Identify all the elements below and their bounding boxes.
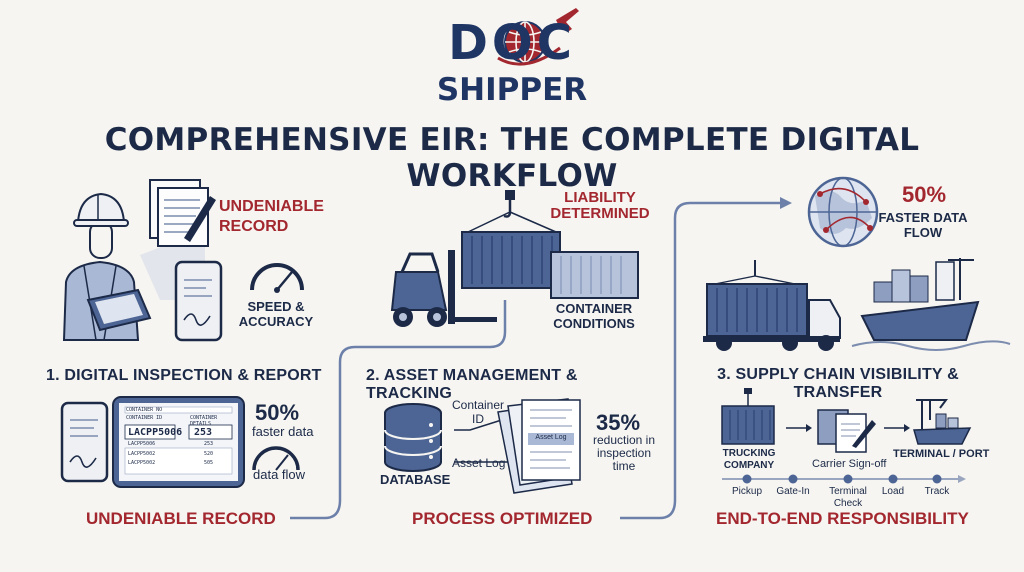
tablet-cell-header: CONTAINER NO <box>126 407 163 413</box>
stat2-value: 35% <box>596 410 641 435</box>
stat1-label: faster data <box>252 424 314 439</box>
doc-asset-log: Asset Log <box>535 434 567 441</box>
page-title: COMPREHENSIVE EIR: THE COMPLETE DIGITAL … <box>104 122 920 194</box>
callout-container-conditions: CONTAINER CONDITIONS <box>553 301 635 331</box>
section1-heading: 1. DIGITAL INSPECTION & REPORT <box>46 367 322 384</box>
footer-process-optimized: PROCESS OPTIMIZED <box>412 509 593 528</box>
logo-doc: DOC <box>448 15 576 71</box>
tablet-cell-num: 253 <box>204 441 214 447</box>
timeline-pickup: Pickup <box>731 486 762 497</box>
section2-heading: 2. ASSET MANAGEMENT & TRACKING <box>366 367 578 402</box>
label-container-id: Container ID <box>451 398 505 426</box>
stat2-label: reduction in inspection time <box>592 433 656 473</box>
pen-icon <box>184 196 216 242</box>
phone-small-icon <box>60 401 109 483</box>
stat3-label: FASTER DATA FLOW <box>878 210 968 240</box>
footer-end-to-end: END-TO-END RESPONSIBILITY <box>716 509 969 528</box>
timeline-load: Load <box>881 486 905 497</box>
stat3-value: 50% <box>902 182 947 207</box>
crane-hook-icon <box>467 190 557 233</box>
flow-arrow-1 <box>290 300 507 520</box>
port-crane-icon <box>913 399 972 445</box>
globe-network <box>807 176 879 248</box>
stat1-sub: data flow <box>253 467 306 482</box>
section3-heading: 3. SUPPLY CHAIN VISIBILITY & TRANSFER <box>717 366 959 401</box>
tablet-number: 253 <box>194 427 213 438</box>
timeline-terminal-check: Terminal Check <box>829 486 867 509</box>
container-icon-2 <box>550 251 639 299</box>
callout-liability: LIABILITY DETERMINED <box>550 189 650 222</box>
truck-icon <box>703 260 841 351</box>
container-icon <box>461 231 561 289</box>
tablet-container-id: LACPP5006 <box>128 427 183 438</box>
trucking-container-icon <box>721 388 775 445</box>
gauge-icon <box>250 263 304 293</box>
phone-icon <box>174 260 223 342</box>
label-carrier: Carrier Sign-off <box>812 458 887 470</box>
label-trucking: TRUCKING COMPANY <box>722 448 776 471</box>
tablet-row-val-2: 505 <box>204 460 214 466</box>
ship-icon <box>851 258 1011 351</box>
tablet-form <box>112 396 245 488</box>
timeline-track: Track <box>924 486 950 497</box>
airplane-icon <box>550 8 579 31</box>
tablet-cell-label: LACPP5006 <box>128 441 156 447</box>
database-icon <box>384 403 442 472</box>
globe-icon <box>504 21 546 63</box>
timeline-track <box>722 474 966 484</box>
tablet-cell-1: CONTAINER ID <box>126 415 163 421</box>
footer-undeniable-record: UNDENIABLE RECORD <box>86 509 276 528</box>
tablet-row-2: LACPP5002 <box>128 460 156 466</box>
label-database: DATABASE <box>380 472 451 487</box>
tablet-cell-2: CONTAINER DETAILS <box>190 415 218 427</box>
label-terminal: TERMINAL / PORT <box>893 448 990 460</box>
label-asset-log: Asset Log <box>452 456 506 470</box>
timeline-gate-in: Gate-In <box>776 486 810 497</box>
flow-arrow-2 <box>620 201 780 520</box>
callout-speed-accuracy: SPEED & ACCURACY <box>238 299 314 329</box>
carrier-doc-icon <box>817 409 876 453</box>
tablet-row-1: LACPP5002 <box>128 451 156 457</box>
tablet-in-hand <box>86 288 152 332</box>
callout-undeniable-record: UNDENIABLE RECORD <box>219 198 324 235</box>
stat1-value: 50% <box>255 400 300 425</box>
clipboard-icon <box>149 179 216 247</box>
forklift-icon <box>390 250 497 327</box>
arrow-icon <box>780 197 792 209</box>
logo-shipper: SHIPPER <box>436 72 588 108</box>
tablet-row-val-1: 520 <box>204 451 214 457</box>
document-icon <box>497 398 581 494</box>
